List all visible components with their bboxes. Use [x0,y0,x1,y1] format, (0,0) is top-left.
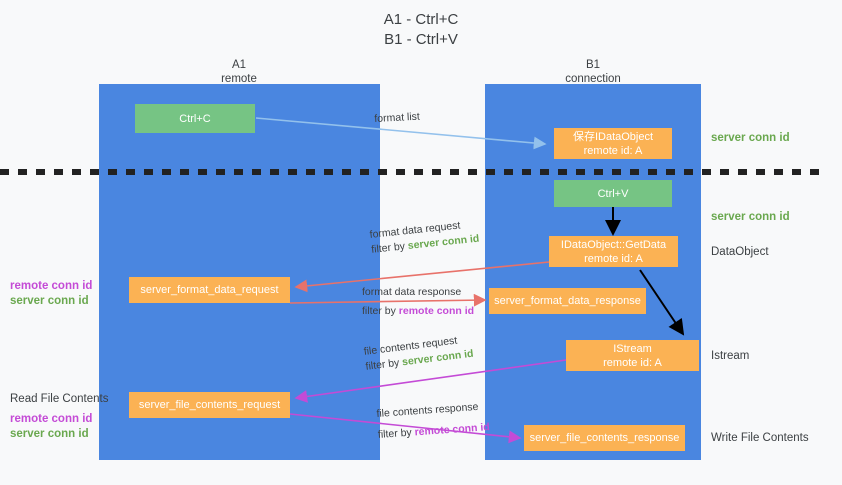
edge-label-format-data-request: format data request filter by server con… [369,217,480,258]
edge-label-format-data-response-line1: format data response [362,286,462,298]
title-line-2: B1 - Ctrl+V [384,31,458,48]
node-ctrl-c[interactable]: Ctrl+C [135,104,255,133]
edge-filter-prefix-3: filter by [364,356,403,373]
column-a1-name: A1 [231,59,247,71]
node-ctrl-c-label: Ctrl+C [179,112,211,125]
label-dataobject: DataObject [711,246,769,258]
column-header-b1: B1 connection [493,58,693,86]
node-server-file-contents-request[interactable]: server_file_contents_request [129,392,290,418]
column-b1-name: B1 [585,59,601,71]
label-server-conn-id-second: server conn id [711,211,790,223]
node-idataobject-getdata-label: IDataObject::GetData [560,238,667,251]
label-write-file-contents: Write File Contents [711,432,809,444]
column-b1-subtitle: connection [565,73,621,85]
node-server-format-data-request[interactable]: server_format_data_request [129,277,290,303]
edge-filter-prefix: filter by [370,240,409,256]
edge-label-format-list: format list [374,110,421,125]
node-server-format-data-response-label: server_format_data_response [494,295,641,307]
column-a1-subtitle: remote [221,73,257,85]
edge-label-format-data-response: format data response filter by remote co… [362,285,474,319]
node-server-format-data-response[interactable]: server_format_data_response [489,288,646,314]
node-idataobject-getdata[interactable]: IDataObject::GetData remote id: A [549,236,678,267]
label-remote-conn-id-middle: remote conn id [10,280,93,292]
edge-label-format-data-response-filter: filter by remote conn id [362,304,474,319]
node-istream[interactable]: IStream remote id: A [566,340,699,371]
column-header-a1: A1 remote [139,58,339,86]
edge-filter-prefix-2: filter by [362,305,399,317]
label-istream: Istream [711,350,750,362]
edge-label-file-contents-response: file contents response filter by remote … [376,399,490,443]
label-remote-conn-id-bottom: remote conn id [10,413,93,425]
node-idataobject-getdata-sub: remote id: A [584,252,643,265]
title-line-1: A1 - Ctrl+C [383,11,459,28]
label-server-conn-id-middle: server conn id [10,295,89,307]
node-server-file-contents-response-label: server_file_contents_response [529,432,680,444]
edge-label-file-contents-response-line1: file contents response [376,400,479,420]
node-save-idataobject-label: 保存IDataObject [572,130,654,143]
node-server-format-data-request-label: server_format_data_request [140,284,279,296]
edge-filter-prefix-4: filter by [377,426,416,441]
node-save-idataobject[interactable]: 保存IDataObject remote id: A [554,128,672,159]
label-server-conn-id-top: server conn id [711,132,790,144]
node-ctrl-v-label: Ctrl+V [597,187,629,200]
label-read-file-contents: Read File Contents [10,393,109,405]
label-server-conn-id-bottom: server conn id [10,428,89,440]
node-save-idataobject-sub: remote id: A [583,144,643,157]
node-ctrl-v[interactable]: Ctrl+V [554,180,672,207]
node-istream-label: IStream [613,342,652,355]
edge-label-file-contents-response-filter: filter by remote conn id [377,420,491,443]
node-istream-sub: remote id: A [603,356,662,369]
edge-filter-value-2: remote conn id [398,305,475,317]
edge-filter-value-4: remote conn id [414,421,491,439]
node-server-file-contents-response[interactable]: server_file_contents_response [524,425,685,451]
node-server-file-contents-request-label: server_file_contents_request [138,399,281,411]
